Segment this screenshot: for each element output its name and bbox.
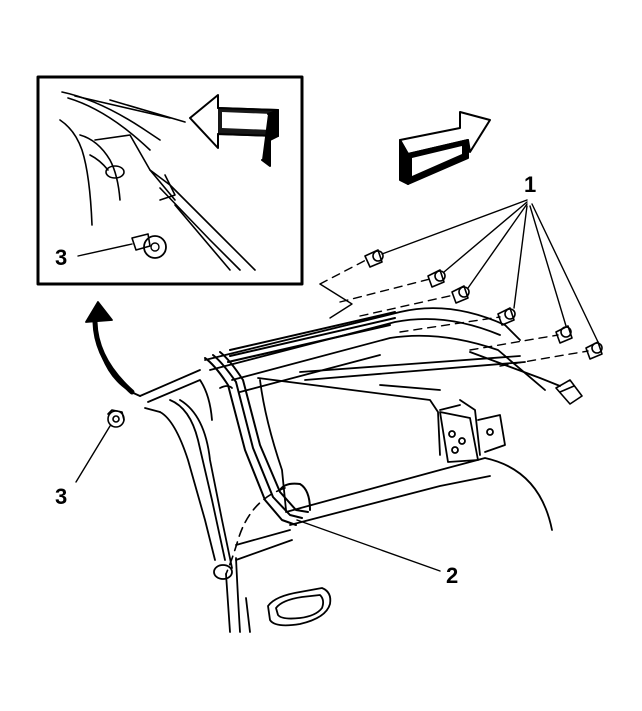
callout-1: 1 <box>524 172 536 197</box>
clip-leader <box>75 425 111 483</box>
block-arrow-icon <box>399 111 491 185</box>
block-arrow-icon <box>189 94 279 167</box>
callout-3-inset: 3 <box>55 245 67 270</box>
fastener-leaders <box>381 199 599 343</box>
callout-2: 2 <box>446 563 458 588</box>
seal-leader <box>296 519 441 572</box>
fastener <box>497 307 516 326</box>
fastener <box>427 269 446 288</box>
fastener-group: 1 <box>319 172 603 367</box>
callout-3-main: 3 <box>55 484 67 509</box>
inset-clip <box>131 233 167 259</box>
install-dashed-lines <box>319 259 589 367</box>
seal-path-dashed <box>225 487 286 575</box>
fastener <box>364 249 384 268</box>
inset-clip-leader <box>77 243 133 257</box>
inset-frame <box>36 75 304 286</box>
fastener <box>451 285 470 304</box>
window-seal <box>204 311 396 526</box>
lower-anchor <box>213 564 233 580</box>
fastener <box>555 325 573 344</box>
detail-inset: 3 <box>36 75 304 286</box>
trim-tab <box>555 379 583 405</box>
door-body <box>139 307 561 633</box>
inset-trim-lines <box>59 91 256 271</box>
curved-arrow-icon <box>85 301 141 397</box>
main-clip <box>107 409 125 428</box>
install-zone-outline <box>319 283 353 319</box>
fastener <box>585 341 603 360</box>
